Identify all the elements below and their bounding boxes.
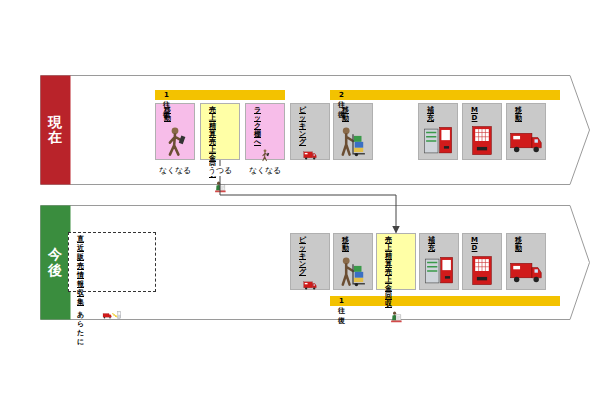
icon-figure	[391, 312, 402, 323]
icon-figure	[304, 282, 317, 290]
step-illustration	[303, 148, 317, 162]
icon-figure	[304, 152, 317, 160]
node-label: 移動	[515, 104, 522, 122]
step-illustration	[389, 310, 403, 324]
node-label: 移動	[342, 104, 349, 122]
flow-connector	[220, 160, 396, 233]
caption-note: うつる	[207, 166, 233, 176]
process-step: 補充	[418, 103, 458, 160]
node-label: 補充	[427, 104, 434, 122]
icon-figure	[473, 257, 492, 285]
step-illustration	[422, 254, 456, 288]
node-label: 移動	[515, 234, 522, 252]
band-tab	[41, 76, 71, 185]
step-illustration	[158, 124, 192, 158]
step-illustration	[258, 148, 272, 162]
icon-figure	[425, 257, 452, 283]
icon-figure	[473, 127, 492, 155]
step-illustration	[303, 278, 317, 292]
process-step: 移動	[506, 233, 546, 290]
band-heading: 今後	[48, 247, 62, 278]
node-label: ピッキング	[299, 104, 306, 146]
new-step-box: 直近販売情報収集あらたに	[68, 232, 156, 292]
step-illustration	[421, 124, 455, 158]
process-step: 移動	[333, 233, 373, 290]
process-step: ピッキング	[290, 233, 330, 290]
caption-text: なくなる	[248, 166, 282, 176]
node-label: 移動	[164, 104, 171, 122]
process-step: MD	[462, 233, 502, 290]
node-label: 補充	[428, 234, 435, 252]
node-label: ラック棚へ	[254, 104, 261, 146]
caption-note: なくなる	[158, 166, 192, 176]
band-arrow	[41, 76, 590, 185]
timeline-band: 現在 1往復 2往復移動 売上精算 売上金回収 ラック棚へ ピッキング 移動 補充 MD 移動	[40, 75, 590, 185]
node-label: あらたに	[77, 309, 84, 349]
process-step: 移動	[155, 103, 195, 160]
node-label: 売上精算 売上金回収	[385, 234, 392, 308]
icon-figure	[343, 127, 365, 156]
icon-figure	[343, 257, 365, 286]
band-heading: 現在	[48, 115, 62, 146]
caption-text: うつる	[207, 166, 233, 176]
process-step: ピッキング	[290, 103, 330, 160]
icon-figure	[263, 149, 269, 160]
icon-figure	[511, 263, 542, 282]
node-label: ピッキング	[299, 234, 306, 276]
step-illustration	[509, 254, 543, 288]
caption-note: なくなる	[248, 166, 282, 176]
step-illustration	[509, 124, 543, 158]
caption-text: なくなる	[158, 166, 192, 176]
icon-figure	[170, 127, 185, 154]
process-step: ラック棚へ	[245, 103, 285, 160]
process-step: 移動	[506, 103, 546, 160]
node-label: MD	[471, 234, 478, 252]
node-label: 直近販売情報収集	[77, 233, 84, 309]
icon-figure	[103, 312, 121, 319]
step-illustration	[336, 124, 370, 158]
band-tab	[41, 206, 71, 320]
process-step: 売上精算 売上金回収	[376, 233, 416, 290]
step-illustration	[102, 310, 122, 320]
round-trip-bar: 1往復	[155, 90, 285, 100]
step-illustration	[465, 254, 499, 288]
node-label: 1往復	[338, 296, 345, 326]
timeline-band: 今後直近販売情報収集あらたにピッキング移動売上精算 売上金回収補充MD移動1往復	[40, 205, 590, 320]
process-step: 売上精算 売上金回収	[200, 103, 240, 160]
step-illustration	[336, 254, 370, 288]
round-trip-bar: 2往復	[330, 90, 560, 100]
node-label: 移動	[342, 234, 349, 252]
process-step: MD	[462, 103, 502, 160]
icon-figure	[424, 127, 451, 152]
band-arrow	[41, 206, 590, 320]
step-illustration	[465, 124, 499, 158]
process-step: 補充	[419, 233, 459, 290]
round-trip-bar: 1往復	[330, 296, 560, 306]
icon-figure	[511, 133, 542, 152]
node-label: MD	[471, 104, 478, 122]
